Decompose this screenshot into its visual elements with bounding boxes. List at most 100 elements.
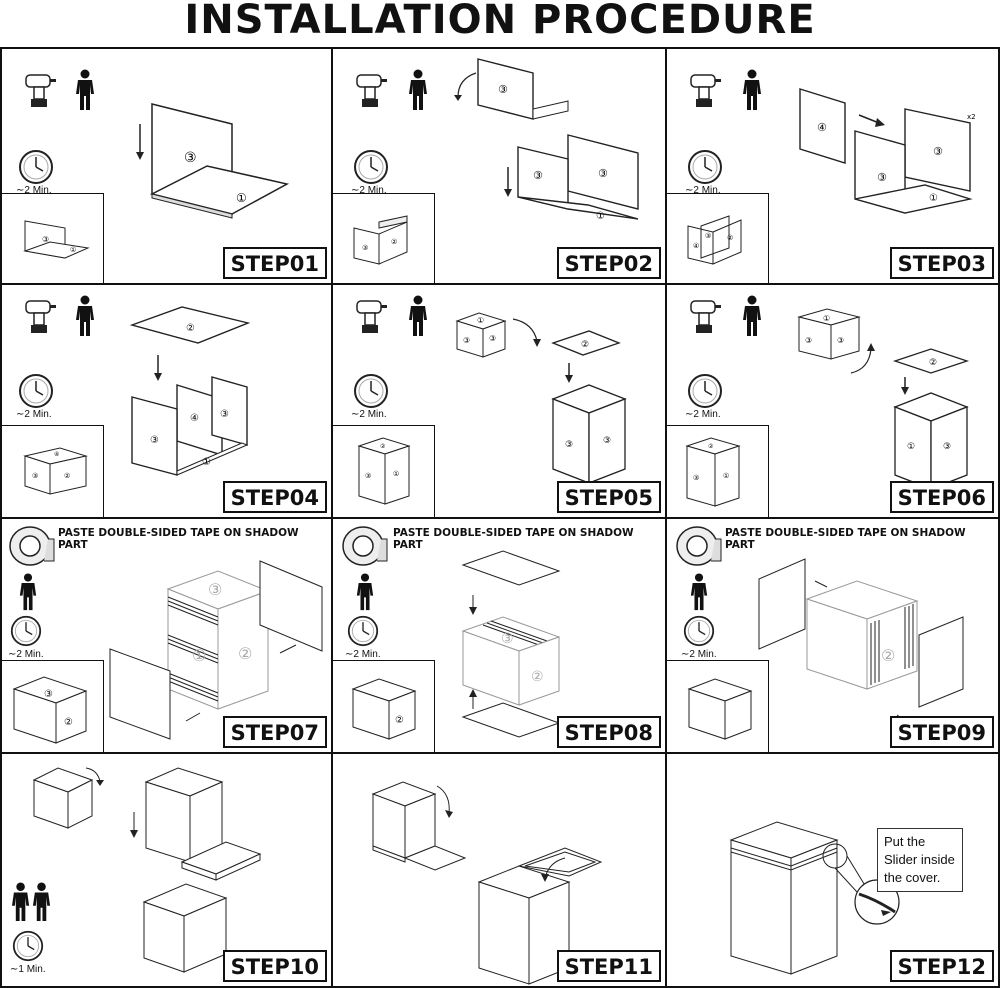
svg-text:③: ③	[501, 631, 514, 647]
drill-icon	[690, 74, 721, 107]
step-label: STEP08	[556, 716, 661, 748]
tape-instruction: PASTE DOUBLE-SIDED TAPE ON SHADOW PART	[725, 527, 966, 551]
step-preview-inset: ②	[333, 660, 435, 752]
time-estimate: ∼2 Min.	[685, 409, 721, 420]
time-estimate: ∼2 Min.	[16, 409, 52, 420]
time-estimate: ∼2 Min.	[8, 649, 44, 660]
box-illustration	[130, 767, 262, 973]
drill-icon	[690, 300, 721, 333]
clock-icon	[12, 930, 44, 962]
svg-text:①: ①	[929, 193, 938, 204]
step-label: STEP12	[889, 950, 994, 982]
step-panel-6: ∼2 Min. ② ③ ① ① ③ ③ ②	[665, 283, 1000, 519]
panel-assembly-illustration: ③ ③ ③ ①	[454, 58, 639, 222]
svg-text:x2: x2	[967, 113, 976, 121]
tape-roll-icon	[676, 526, 722, 566]
svg-text:③: ③	[463, 336, 470, 345]
drill-icon	[25, 74, 56, 107]
svg-text:①: ①	[192, 646, 206, 665]
drill-icon	[356, 300, 387, 333]
step-label: STEP02	[556, 247, 661, 279]
svg-text:②: ②	[64, 472, 70, 480]
svg-text:③: ③	[705, 232, 711, 240]
step-panel-11: STEP11	[331, 752, 667, 988]
step-label: STEP10	[222, 950, 327, 982]
step-preview-inset: ③ ②	[333, 193, 435, 283]
svg-text:③: ③	[32, 472, 38, 480]
step-panel-4: ∼2 Min. ④ ③ ② ② ④ ③ ③ ① STEP04	[0, 283, 333, 519]
svg-text:②: ②	[380, 443, 386, 450]
clock-icon	[354, 150, 388, 184]
time-estimate: ∼2 Min.	[351, 185, 387, 196]
svg-text:③: ③	[603, 436, 611, 446]
svg-text:③: ③	[184, 150, 197, 166]
step-preview-inset: ④ ③ ②	[667, 193, 769, 283]
clock-icon	[347, 615, 379, 647]
slider-callout: Put the Slider inside the cover.	[877, 828, 963, 892]
svg-text:④: ④	[817, 121, 827, 134]
step-panel-9: PASTE DOUBLE-SIDED TAPE ON SHADOW PART ∼…	[665, 517, 1000, 754]
step-preview-inset: ② ③ ①	[667, 425, 769, 517]
svg-text:①: ①	[202, 457, 211, 468]
tape-roll-icon	[342, 526, 388, 566]
step-panel-5: ∼2 Min. ② ③ ① ① ③ ③ ②	[331, 283, 667, 519]
svg-text:③: ③	[498, 83, 508, 96]
step-panel-10: ∼1 Min. STEP10	[0, 752, 333, 988]
svg-text:①: ①	[477, 316, 484, 325]
drill-icon	[25, 300, 56, 333]
step-preview-inset: ④ ③ ②	[2, 425, 104, 517]
step-label: STEP06	[889, 481, 994, 513]
svg-text:①: ①	[907, 442, 915, 452]
svg-text:③: ③	[489, 334, 496, 343]
step-label: STEP11	[556, 950, 661, 982]
panel-assembly-illustration: ① ③ ③ ② ① ③	[797, 308, 970, 490]
clock-icon	[10, 615, 42, 647]
time-estimate: ∼1 Min.	[10, 964, 46, 975]
svg-text:②: ②	[929, 358, 937, 368]
svg-text:③: ③	[220, 409, 229, 420]
step-label: STEP04	[222, 481, 327, 513]
step-label: STEP01	[222, 247, 327, 279]
svg-text:③: ③	[943, 442, 951, 452]
page-title: INSTALLATION PROCEDURE	[184, 0, 816, 43]
clock-icon	[19, 374, 53, 408]
clock-icon	[688, 374, 722, 408]
svg-text:③: ③	[365, 472, 371, 480]
step-panel-8: PASTE DOUBLE-SIDED TAPE ON SHADOW PART ∼…	[331, 517, 667, 754]
svg-text:②: ②	[708, 443, 714, 450]
step-panel-7: PASTE DOUBLE-SIDED TAPE ON SHADOW PART ∼…	[0, 517, 333, 754]
svg-text:②: ②	[238, 644, 252, 663]
step-label: STEP07	[222, 716, 327, 748]
person-icon	[409, 295, 427, 336]
steps-grid: ∼2 Min. ③ ① ③ ① STEP01	[0, 47, 1000, 988]
time-estimate: ∼2 Min.	[681, 649, 717, 660]
svg-text:①: ①	[823, 314, 830, 323]
panel-assembly-illustration: ③ ①	[23, 220, 90, 259]
person-icon	[743, 69, 761, 110]
svg-text:③: ③	[42, 235, 49, 244]
step-preview-inset	[667, 660, 769, 752]
person-icon	[690, 573, 708, 611]
svg-text:③: ③	[533, 169, 543, 182]
svg-text:④: ④	[693, 242, 699, 250]
svg-text:②: ②	[581, 340, 589, 350]
svg-text:③: ③	[362, 244, 368, 252]
panel-assembly-illustration: ② ③ ①	[685, 437, 741, 507]
box-illustration	[32, 767, 104, 829]
person-icon	[356, 573, 374, 611]
tape-instruction: PASTE DOUBLE-SIDED TAPE ON SHADOW PART	[393, 527, 634, 551]
svg-text:①: ①	[236, 191, 247, 205]
svg-text:③: ③	[693, 474, 699, 482]
box-illustration: ②	[758, 558, 964, 726]
svg-text:②: ②	[727, 234, 733, 242]
panel-assembly-illustration: ④ ③ ③ ① x2	[799, 88, 976, 214]
svg-text:①: ①	[723, 472, 729, 480]
step-label: STEP05	[556, 481, 661, 513]
panel-assembly-illustration: ④ ③ ②	[687, 215, 742, 265]
svg-text:③: ③	[837, 336, 844, 345]
person-icon	[76, 69, 94, 110]
person-icon	[76, 295, 94, 336]
step-preview-inset: ② ③ ①	[333, 425, 435, 517]
svg-text:④: ④	[190, 413, 199, 424]
box-illustration: ③ ① ②	[109, 560, 323, 740]
